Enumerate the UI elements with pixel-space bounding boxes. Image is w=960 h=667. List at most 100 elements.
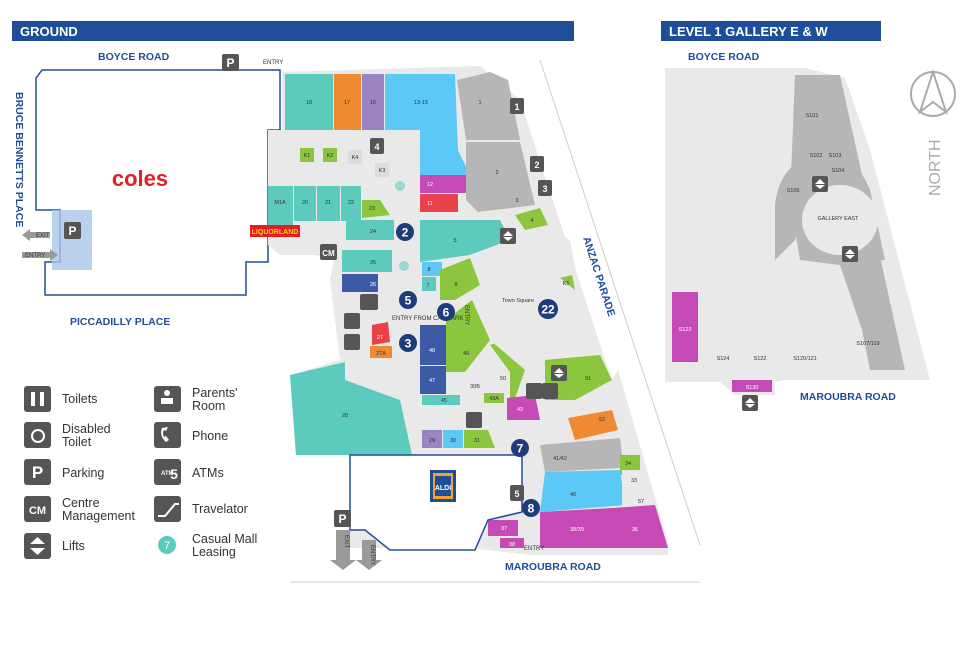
legend-casual-1: Casual Mall (192, 532, 257, 546)
shop-s123[interactable] (672, 292, 698, 362)
aldi-store[interactable]: ALDI (349, 454, 523, 551)
shop-11[interactable] (420, 194, 458, 212)
svg-text:52: 52 (599, 417, 605, 423)
shop-23[interactable] (362, 200, 390, 218)
shop-13-15[interactable] (385, 74, 470, 175)
shop-9[interactable] (440, 258, 480, 300)
toilets-icon (542, 383, 558, 399)
kiosk-k1[interactable] (300, 148, 314, 162)
shop-24[interactable] (346, 220, 394, 240)
shop-25[interactable] (342, 250, 392, 272)
svg-text:27A: 27A (376, 351, 386, 357)
svg-text:ATM: ATM (161, 471, 174, 477)
disabled-toilet-icon (24, 422, 51, 448)
disabled-toilet-icon (526, 383, 542, 399)
shop-1[interactable] (457, 72, 520, 140)
legend-parents-1: Parents' (192, 386, 237, 400)
shop-5[interactable] (420, 220, 510, 262)
shop-49[interactable] (446, 300, 490, 372)
kiosk-k2[interactable] (323, 148, 337, 162)
svg-text:30B: 30B (470, 384, 480, 390)
shop-47[interactable] (420, 366, 446, 394)
phone-icon (466, 412, 482, 428)
shop-38[interactable] (500, 538, 524, 548)
svg-text:18: 18 (306, 100, 312, 106)
kiosk-k5[interactable] (560, 275, 575, 290)
shop-6[interactable] (422, 262, 442, 276)
parking-icon (24, 459, 51, 485)
svg-text:33: 33 (631, 478, 637, 484)
shop-17[interactable] (334, 74, 361, 130)
shop-57[interactable] (622, 490, 652, 510)
svg-text:S124: S124 (717, 356, 730, 362)
legend-parents-2: Room (192, 399, 225, 413)
shop-20[interactable] (294, 186, 316, 221)
kiosk-k3[interactable] (375, 163, 389, 177)
kiosk-k4[interactable] (348, 150, 362, 164)
svg-text:38: 38 (509, 542, 515, 548)
shop-12[interactable] (420, 175, 468, 193)
coles-store[interactable]: coles (35, 69, 281, 296)
atm-icon (538, 180, 552, 196)
svg-text:K1: K1 (304, 153, 311, 159)
svg-text:1: 1 (478, 100, 481, 106)
legend: Toilets Disabled Toilet P Parking CM Cen… (24, 386, 257, 559)
shop-38-39[interactable] (540, 508, 612, 548)
north-label: NORTH (927, 139, 944, 196)
legend-toilets: Toilets (62, 392, 97, 406)
svg-text:S130: S130 (746, 385, 759, 391)
phone-icon (154, 422, 181, 448)
shop-m1a[interactable] (268, 186, 293, 228)
shop-27[interactable] (372, 322, 390, 345)
legend-casual-2: Leasing (192, 545, 236, 559)
centre-management[interactable]: CM (320, 244, 337, 260)
parents-room-icon (344, 313, 360, 329)
shop-40[interactable] (540, 470, 625, 512)
shop-2[interactable] (466, 142, 535, 212)
shop-41-42[interactable] (540, 438, 622, 472)
entry-left-label: ENTRY (25, 253, 45, 259)
svg-text:2: 2 (495, 170, 498, 176)
svg-text:7: 7 (426, 283, 429, 289)
shop-31[interactable] (464, 430, 495, 448)
shop-7[interactable] (422, 277, 436, 291)
parking-top: P ENTRY (222, 54, 283, 71)
shop-16[interactable] (362, 74, 384, 130)
shop-29[interactable] (422, 430, 442, 448)
svg-text:S104: S104 (832, 168, 845, 174)
shop-52[interactable] (568, 410, 618, 440)
shop-18[interactable] (285, 74, 333, 130)
svg-text:K3: K3 (379, 168, 386, 174)
shop-s130[interactable] (732, 380, 772, 392)
piccadilly-place-label: PICCADILLY PLACE (70, 316, 170, 328)
shops-top-row: 18 17 16 13-15 1 (285, 72, 520, 175)
centre-management-icon (24, 496, 51, 522)
shop-26[interactable] (342, 274, 378, 292)
shop-4[interactable] (515, 208, 548, 230)
shop-33[interactable] (622, 470, 640, 490)
svg-text:8: 8 (528, 502, 535, 516)
shop-45[interactable] (422, 395, 460, 405)
shop-22[interactable] (341, 186, 361, 221)
maroubra-road-label: MAROUBRA ROAD (505, 561, 601, 573)
shop-27a[interactable] (370, 346, 392, 358)
svg-text:31: 31 (474, 438, 480, 444)
shop-30[interactable] (443, 430, 463, 448)
shop-48[interactable] (420, 325, 446, 365)
svg-text:2: 2 (402, 226, 409, 240)
svg-text:17: 17 (344, 100, 350, 106)
legend-parking: Parking (62, 466, 104, 480)
shop-28[interactable] (290, 362, 412, 455)
shops-center: 25 26 8 7 8 27 27A (342, 250, 480, 358)
north-indicator: NORTH (910, 68, 956, 196)
svg-text:S120/121: S120/121 (793, 356, 817, 362)
shop-43[interactable] (507, 395, 540, 420)
shop-21[interactable] (317, 186, 340, 221)
shop-43a[interactable] (484, 393, 504, 403)
level1-boyce-road-label: BOYCE ROAD (688, 51, 760, 63)
liquorland-store[interactable]: LIQUORLAND (250, 225, 300, 237)
shop-37[interactable] (488, 520, 518, 536)
shop-36[interactable] (612, 505, 668, 548)
